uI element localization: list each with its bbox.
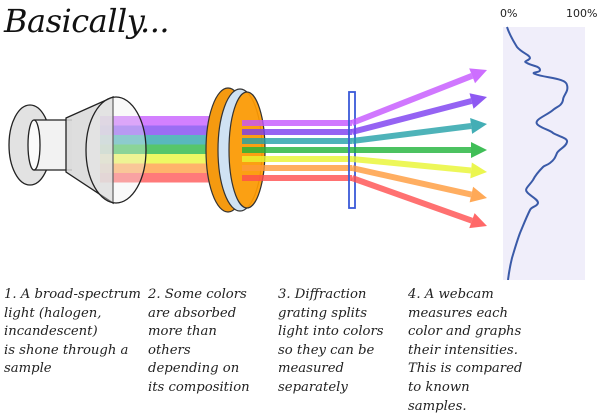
dispersed-beam [351, 98, 473, 135]
input-beam [100, 154, 230, 164]
input-beam [100, 135, 230, 145]
dispersed-beam [351, 156, 472, 174]
caption-line: to known [408, 379, 470, 395]
caption-line: depending on [148, 361, 240, 377]
intensity-graph-panel [503, 27, 585, 280]
caption-line: so they can be [278, 342, 375, 358]
dispersed-arrows [350, 68, 487, 229]
caption-line: their intensities. [408, 342, 518, 358]
arrow-head-icon [469, 186, 487, 203]
caption-line: color and graphs [408, 324, 522, 340]
dispersed-beam [351, 123, 472, 144]
caption-line: are absorbed [148, 305, 237, 321]
input-beam [100, 116, 230, 126]
caption-line: 1. A broad-spectrum [4, 287, 141, 302]
arrow-head-icon [469, 68, 487, 84]
diagram-illustration: 0% 100% [8, 7, 597, 280]
caption-line: light (halogen, [4, 305, 102, 321]
caption-line: This is compared [408, 361, 523, 377]
caption-line: more than [148, 324, 217, 340]
input-beam [100, 125, 230, 135]
diagram-title: Basically... [4, 2, 170, 40]
input-beam [100, 163, 230, 173]
dispersed-beam [350, 73, 474, 126]
arrow-head-icon [469, 93, 487, 109]
caption-line: measures each [408, 305, 509, 321]
caption-step-1: 1. A broad-spectrum light (halogen, incand… [4, 286, 141, 379]
dispersed-beam [350, 175, 473, 224]
caption-line: grating splits [278, 305, 367, 321]
caption-line: measured [278, 361, 344, 377]
input-beam [100, 173, 230, 183]
arrow-head-icon [470, 162, 487, 179]
caption-line: light into colors [278, 324, 384, 340]
caption-line: others [148, 342, 191, 358]
white-light-beams [100, 116, 230, 183]
caption-line: is shone through a [4, 342, 129, 358]
intensity-curve [506, 26, 569, 280]
lamp-icon [8, 95, 147, 205]
caption-line: samples. [408, 398, 467, 414]
dispersed-beam [351, 165, 473, 198]
graph-min-label: 0% [500, 7, 517, 20]
arrow-head-icon [471, 142, 487, 158]
caption-line: incandescent) [4, 324, 98, 340]
arrow-head-icon [470, 118, 487, 134]
caption-line: its composition [148, 379, 250, 395]
caption-line: 2. Some colors [148, 287, 247, 302]
graph-max-label: 100% [566, 7, 597, 20]
caption-step-2: 2. Some colors are absorbed more than other… [148, 286, 250, 398]
caption-line: 4. A webcam [408, 287, 494, 302]
filtered-beams [242, 120, 352, 181]
caption-step-4: 4. A webcam measures each color and graphs… [408, 286, 522, 416]
caption-step-3: 3. Diffraction grating splits light into c… [278, 286, 384, 398]
caption-line: sample [4, 361, 52, 377]
input-beam [100, 144, 230, 154]
caption-line: 3. Diffraction [278, 287, 367, 302]
arrow-head-icon [469, 213, 487, 229]
caption-line: separately [278, 379, 348, 395]
